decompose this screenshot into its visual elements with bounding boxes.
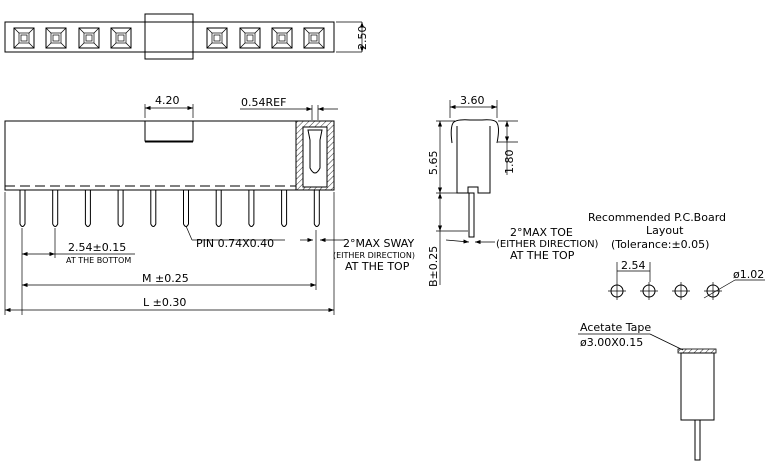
ref-dim: 0.54REF — [241, 96, 286, 109]
pitch-note: AT THE BOTTOM — [66, 256, 131, 265]
top-tab — [144, 13, 194, 60]
pins — [19, 190, 320, 227]
pin — [117, 190, 124, 227]
tape-label: Acetate Tape — [580, 321, 651, 334]
pin — [19, 190, 26, 227]
pcb-hole — [608, 282, 626, 300]
pcb-title-2: Layout — [646, 224, 684, 237]
cavity-squares — [13, 27, 325, 49]
toe-note-2: (EITHER DIRECTION) — [496, 239, 599, 250]
cavity-square — [13, 27, 35, 49]
acetate-tape: Acetate Tape ø3.00X0.15 — [578, 321, 717, 461]
pcb-pitch-dim: 2.54 — [621, 259, 646, 272]
pcb-layout: Recommended P.C.Board Layout (Tolerance:… — [588, 211, 765, 300]
pcb-hole — [704, 282, 722, 300]
pcb-title-1: Recommended P.C.Board — [588, 211, 726, 224]
contact-dim: 1.80 — [503, 150, 516, 175]
cavity-square — [206, 27, 228, 49]
cavity-square — [110, 27, 132, 49]
m-dim: M ±0.25 — [142, 272, 189, 285]
width-dim: 3.60 — [460, 94, 485, 107]
l-dim: L ±0.30 — [143, 296, 186, 309]
cavity-square — [239, 27, 261, 49]
height-dim-label: 2.50 — [356, 26, 369, 51]
cross-section — [295, 105, 335, 191]
top-strip — [4, 21, 335, 53]
pin-note: PIN 0.74X0.40 — [196, 237, 274, 250]
sway-note-1: 2°MAX SWAY — [343, 237, 414, 250]
tab-width-dim: 4.20 — [155, 94, 180, 107]
toe-note-1: 2°MAX TOE — [510, 226, 573, 239]
sway-note-2: (EITHER DIRECTION) — [333, 251, 415, 260]
side-view: 4.20 0.54REF 2.54±0.15 AT THE BOTTOM PIN… — [4, 94, 415, 315]
cavity-square — [303, 27, 325, 49]
end-body — [456, 126, 491, 194]
top-view: 2.50 — [4, 13, 369, 60]
pin — [215, 190, 222, 227]
pin — [313, 190, 320, 227]
height-dim: 5.65 — [427, 151, 440, 176]
pcb-hole — [640, 282, 658, 300]
side-tab — [144, 120, 194, 142]
pin — [281, 190, 288, 227]
pitch-dim: 2.54±0.15 — [68, 241, 126, 254]
tape-dim: ø3.00X0.15 — [580, 336, 643, 349]
hole-dim: ø1.02 — [733, 268, 764, 281]
pin — [183, 190, 189, 227]
cavity-square — [78, 27, 100, 49]
pcb-hole — [672, 282, 690, 300]
pin — [84, 190, 91, 227]
pin — [150, 190, 157, 227]
side-body — [4, 120, 335, 191]
b-dim: B±0.25 — [427, 246, 440, 287]
end-pin — [468, 192, 475, 238]
cavity-square — [45, 27, 67, 49]
pcb-title-3: (Tolerance:±0.05) — [611, 238, 709, 251]
pin — [52, 190, 59, 227]
end-contact — [450, 119, 499, 144]
toe-note-3: AT THE TOP — [510, 249, 575, 262]
sway-note-3: AT THE TOP — [345, 260, 410, 273]
end-view: 3.60 5.65 B±0.25 1.80 2°MAX TOE (EITHER … — [427, 94, 599, 287]
pin — [248, 190, 255, 227]
pcb-holes — [608, 282, 722, 300]
cavity-square — [271, 27, 293, 49]
